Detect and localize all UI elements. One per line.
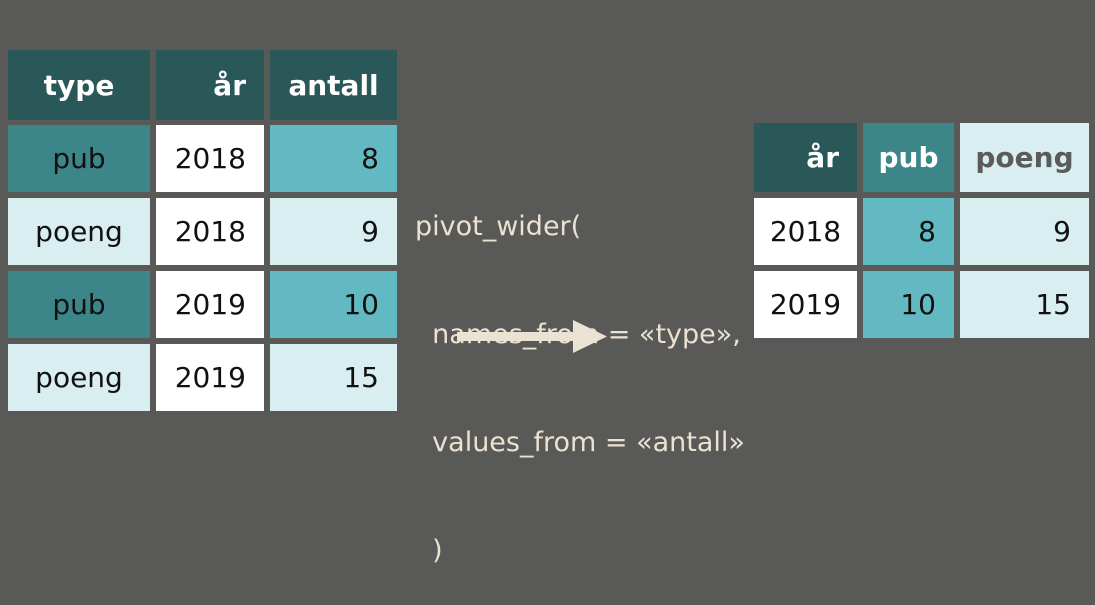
- right-cell-poeng: 15: [960, 271, 1089, 338]
- left-cell-antall: 8: [270, 125, 397, 192]
- code-line: values_from = «antall»: [415, 427, 745, 458]
- right-header-poeng: poeng: [960, 123, 1089, 192]
- right-cell-pub: 8: [863, 198, 954, 265]
- right-header-year: år: [754, 123, 857, 192]
- code-line: ): [415, 535, 443, 566]
- left-cell-type: pub: [8, 125, 150, 192]
- left-cell-type: pub: [8, 271, 150, 338]
- right-header-pub: pub: [863, 123, 954, 192]
- right-cell-poeng: 9: [960, 198, 1089, 265]
- right-cell-pub: 10: [863, 271, 954, 338]
- pivot-wider-code: pivot_wider( names_from = «type», values…: [415, 137, 745, 605]
- right-arrow-icon: [457, 320, 607, 353]
- right-cell-year: 2018: [754, 198, 857, 265]
- left-header-antall: antall: [270, 50, 397, 120]
- left-cell-year: 2018: [156, 198, 264, 265]
- left-header-type: type: [8, 50, 150, 120]
- code-line: pivot_wider(: [415, 211, 582, 242]
- left-cell-year: 2019: [156, 271, 264, 338]
- left-header-year: år: [156, 50, 264, 120]
- left-cell-type: poeng: [8, 198, 150, 265]
- left-cell-year: 2019: [156, 344, 264, 411]
- left-cell-antall: 10: [270, 271, 397, 338]
- right-cell-year: 2019: [754, 271, 857, 338]
- left-cell-antall: 9: [270, 198, 397, 265]
- left-cell-antall: 15: [270, 344, 397, 411]
- left-cell-year: 2018: [156, 125, 264, 192]
- left-cell-type: poeng: [8, 344, 150, 411]
